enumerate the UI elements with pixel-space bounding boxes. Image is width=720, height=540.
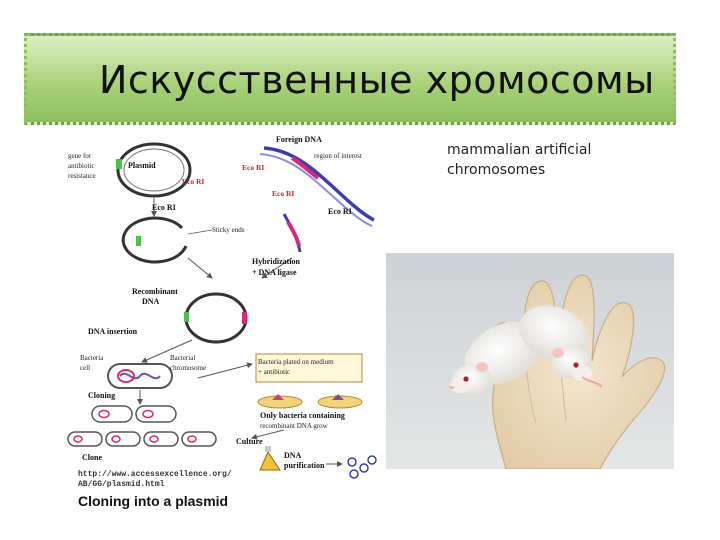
plasmid-ring bbox=[116, 142, 192, 198]
label-sticky-ends: Sticky ends bbox=[212, 226, 245, 234]
label-culture: Culture bbox=[236, 437, 263, 446]
label-purification: purification bbox=[284, 461, 325, 470]
label-only-2: recombinant DNA grow bbox=[260, 422, 329, 430]
plate-box bbox=[255, 353, 363, 383]
purified-plasmids bbox=[347, 455, 377, 479]
label-cell: cell bbox=[80, 364, 90, 372]
title-banner: Искусственные хромосомы bbox=[24, 33, 676, 125]
label-dna-insertion: DNA insertion bbox=[88, 327, 138, 336]
antibiotic-gene-marker bbox=[116, 159, 122, 169]
label-eco-ri-mid: Eco RI bbox=[272, 189, 294, 198]
label-plated-2: + antibiotic bbox=[258, 368, 290, 376]
label-gene-for: gene for bbox=[68, 152, 92, 160]
cloning-diagram: gene for antibiotic resistance Plasmid E… bbox=[67, 135, 377, 509]
label-resistance: resistance bbox=[68, 172, 96, 180]
culture-flask bbox=[259, 446, 281, 471]
caption-line-2: chromosomes bbox=[447, 162, 546, 178]
source-url-line-2: AB/GG/plasmid.html bbox=[78, 480, 165, 489]
label-bacteria: Bacteria bbox=[80, 354, 104, 362]
label-clone: Clone bbox=[82, 453, 102, 462]
diagram-heading: Cloning into a plasmid bbox=[78, 493, 228, 509]
label-region-of-interest: region of interest bbox=[314, 152, 362, 160]
slide-title: Искусственные хромосомы bbox=[99, 58, 655, 102]
label-chromosome: chromosome bbox=[170, 364, 206, 372]
dividing-bacteria bbox=[91, 405, 177, 423]
white-mouse-right bbox=[519, 305, 603, 388]
label-recombinant: Recombinant bbox=[132, 287, 178, 296]
clone-colony bbox=[67, 431, 217, 447]
foreign-dna-strands bbox=[259, 146, 375, 227]
label-recombinant-dna: DNA bbox=[142, 297, 160, 306]
label-dna-ligase: + DNA ligase bbox=[252, 268, 297, 277]
label-hybridization: Hybridization bbox=[252, 257, 301, 266]
label-plasmid: Plasmid bbox=[128, 161, 156, 170]
recombinant-plasmid bbox=[184, 292, 248, 344]
bacterium-cell bbox=[107, 363, 173, 389]
label-bacterial: Bacterial bbox=[170, 354, 195, 362]
cut-plasmid bbox=[121, 216, 188, 264]
mice-photo bbox=[386, 253, 674, 469]
label-cloning: Cloning bbox=[88, 391, 115, 400]
label-plated-1: Bacteria plated on medium bbox=[258, 358, 334, 366]
label-eco-ri-plasmid: Eco RI bbox=[182, 177, 204, 186]
source-url-line-1: http://www.accessexcellence.org/ bbox=[78, 470, 232, 479]
label-eco-ri-left: Eco RI bbox=[242, 163, 264, 172]
photo-caption: mammalian artificial chromosomes bbox=[447, 140, 647, 180]
label-eco-ri-right: Eco RI bbox=[328, 207, 352, 216]
petri-dishes bbox=[257, 394, 363, 409]
foreign-insert bbox=[282, 213, 302, 253]
label-only-1: Only bacteria containing bbox=[260, 411, 345, 420]
caption-line-1: mammalian artificial bbox=[447, 142, 592, 158]
label-eco-ri-cut: Eco RI bbox=[152, 203, 176, 212]
label-foreign-dna: Foreign DNA bbox=[276, 135, 322, 144]
label-dna-purification-top: DNA bbox=[284, 451, 302, 460]
label-antibiotic: antibiotic bbox=[68, 162, 94, 170]
